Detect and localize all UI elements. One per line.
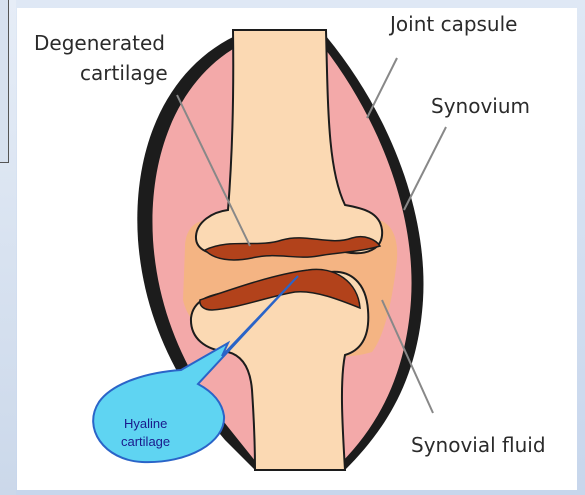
joint-capsule-leader <box>367 58 397 118</box>
callout-text-line2: cartilage <box>121 434 170 449</box>
label-degenerated-line1: Degenerated <box>34 31 165 55</box>
callout-text-line1: Hyaline <box>124 416 167 431</box>
label-joint-capsule: Joint capsule <box>388 12 517 36</box>
synovium-leader <box>404 127 446 210</box>
label-degenerated-line2: cartilage <box>80 61 168 85</box>
label-synovium: Synovium <box>431 94 530 118</box>
label-synovial-fluid: Synovial fluid <box>411 433 546 457</box>
